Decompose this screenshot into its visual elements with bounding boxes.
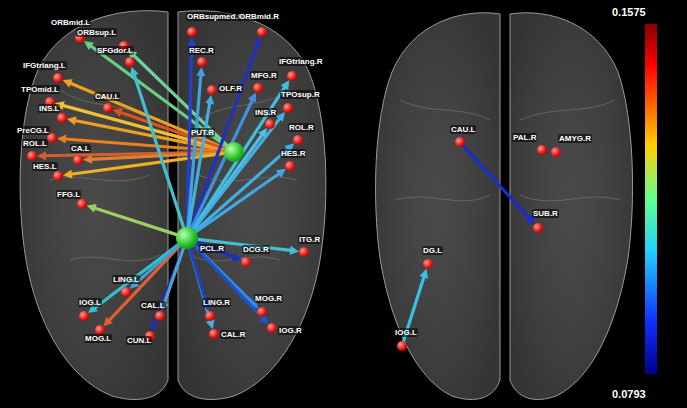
region-label: LING.R xyxy=(202,298,231,307)
region-sphere: PAL.R xyxy=(537,145,547,155)
region-sphere: CAL.R xyxy=(209,329,219,339)
connection-arrow xyxy=(196,169,286,232)
region-sphere: INS.R xyxy=(265,119,275,129)
region-label: IOG.L xyxy=(78,298,102,307)
region-label: TPOmid.L xyxy=(20,85,60,94)
region-sphere: CAU.L xyxy=(103,103,113,113)
connection-arrow xyxy=(197,242,241,261)
region-sphere: HES.R xyxy=(285,161,295,171)
connection-arrow xyxy=(191,37,262,228)
connection-arrow xyxy=(463,146,534,225)
region-label: HES.L xyxy=(32,162,58,171)
connection-arrow xyxy=(198,239,299,254)
connection-arrow xyxy=(103,246,179,326)
region-label: AMYG.R xyxy=(558,134,592,143)
region-label: PUT.R xyxy=(190,128,215,137)
connection-arrow xyxy=(130,67,184,228)
region-sphere: CUN.L xyxy=(145,331,155,341)
region-label: LING.L xyxy=(112,275,140,284)
region-label: PAL.R xyxy=(512,133,537,142)
region-sphere: LING.L xyxy=(121,287,131,297)
region-label: CA.L xyxy=(70,144,91,153)
region-sphere: ORBmid.R xyxy=(257,27,267,37)
region-sphere: MOG.R xyxy=(257,307,267,317)
region-sphere: PreCG.L xyxy=(47,133,57,143)
region-sphere: SUB.R xyxy=(533,223,543,233)
region-label: ORBmid.R xyxy=(238,12,280,21)
region-label: IFGtriang.L xyxy=(22,61,67,70)
region-sphere: ORBsupmed.R xyxy=(187,27,197,37)
region-label: ROL.L xyxy=(22,139,48,148)
region-label: DG.L xyxy=(422,246,443,255)
region-label: CUN.L xyxy=(126,336,152,345)
colorbar-value: 0.1575 xyxy=(612,6,646,18)
region-sphere: IFGtriang.L xyxy=(53,73,63,83)
region-label: PCL.R xyxy=(199,244,225,253)
region-label: INS.R xyxy=(254,108,277,117)
region-label: CAU.L xyxy=(94,92,120,101)
region-label: SFGdor.L xyxy=(96,46,134,55)
region-label: SUB.R xyxy=(532,209,559,218)
region-label: ORBmid.L xyxy=(50,18,91,27)
region-label: CAL.L xyxy=(140,301,166,310)
region-label: TPOsup.R xyxy=(280,90,321,99)
region-label: REC.R xyxy=(188,46,215,55)
colorbar-value: 0.0793 xyxy=(612,388,646,400)
region-sphere: IFGtriang.R xyxy=(287,71,297,81)
connection-arrow xyxy=(193,80,289,229)
connection-arrow xyxy=(87,204,177,235)
region-label: CAU.L xyxy=(450,125,476,134)
region-sphere: INS.L xyxy=(57,113,67,123)
region-sphere: IOG.L xyxy=(397,341,407,351)
region-label: ITG.R xyxy=(298,235,321,244)
region-sphere: CAL.L xyxy=(155,311,165,321)
region-label: HES.R xyxy=(280,149,306,158)
region-label: ORBsupmed.R xyxy=(186,12,244,21)
region-label: IFGtriang.R xyxy=(278,57,324,66)
region-label: INS.L xyxy=(38,104,60,113)
gyri-lines xyxy=(50,90,296,261)
region-label: IOG.R xyxy=(278,326,303,335)
region-sphere: CA.L xyxy=(73,155,83,165)
region-sphere: ROL.L xyxy=(27,151,37,161)
connection-arrow xyxy=(189,95,214,227)
region-sphere: IOG.R xyxy=(267,323,277,333)
hub-sphere: PCL.R xyxy=(176,227,198,249)
region-sphere: ROL.R xyxy=(293,135,303,145)
region-sphere: FFG.L xyxy=(77,199,87,209)
region-label: ORBsup.L xyxy=(76,28,117,37)
region-sphere: LING.R xyxy=(205,311,215,321)
hub-sphere: PUT.R xyxy=(224,142,244,162)
region-sphere: ITG.R xyxy=(299,247,309,257)
gyri-lines xyxy=(395,100,620,201)
region-sphere: MFG.R xyxy=(253,83,263,93)
region-label: MOG.R xyxy=(254,294,283,303)
region-sphere: REC.R xyxy=(197,57,207,67)
connection-arrow xyxy=(190,249,215,330)
region-label: MFG.R xyxy=(250,71,278,80)
region-sphere: OLF.R xyxy=(207,85,217,95)
region-label: DCG.R xyxy=(242,245,270,254)
region-label: OLF.R xyxy=(218,84,243,93)
region-label: FFG.L xyxy=(56,190,81,199)
region-label: MOG.L xyxy=(84,334,112,343)
region-sphere: DCG.R xyxy=(241,257,251,267)
region-sphere: CAU.L xyxy=(455,137,465,147)
region-sphere: MOG.L xyxy=(95,325,105,335)
region-sphere: IOG.L xyxy=(79,311,89,321)
right-brain xyxy=(376,13,633,400)
region-sphere: SFGdor.L xyxy=(125,57,135,67)
region-sphere: DG.L xyxy=(423,259,433,269)
region-sphere: TPOsup.R xyxy=(283,103,293,113)
region-label: ROL.R xyxy=(288,123,315,132)
region-sphere: AMYG.R xyxy=(551,147,561,157)
region-label: CAL.R xyxy=(220,330,246,339)
region-label: PreCG.L xyxy=(16,126,50,135)
region-sphere: HES.L xyxy=(53,171,63,181)
color-bar xyxy=(645,24,657,374)
left-brain xyxy=(20,11,326,400)
region-label: IOG.L xyxy=(394,328,418,337)
